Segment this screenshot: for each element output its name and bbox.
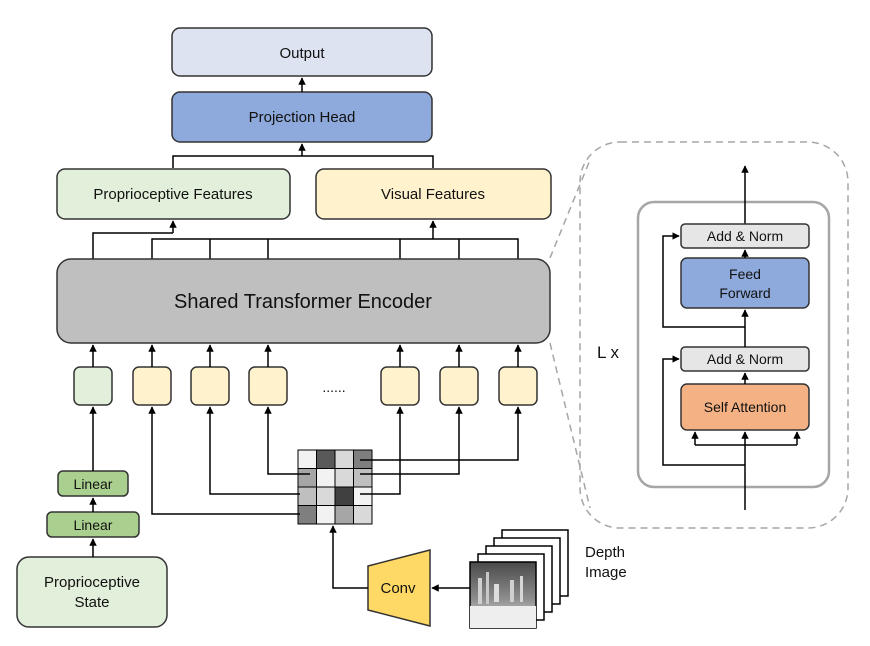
- visual-features-box: [315, 168, 552, 220]
- layer-repeat-label: L x: [597, 343, 620, 362]
- patch-cell: [297, 449, 317, 469]
- patch-cell: [353, 468, 373, 488]
- proprioceptive-features-box: [56, 168, 291, 220]
- conv-label: Conv: [380, 580, 416, 597]
- patch-cell: [316, 486, 336, 506]
- patch-cell: [297, 468, 317, 488]
- patch-cell: [297, 505, 317, 525]
- linear-top-label: Linear: [74, 476, 113, 492]
- patch-cell: [297, 486, 317, 506]
- visual-token: [248, 366, 288, 406]
- add-norm-top: [680, 223, 810, 249]
- state-label-line1: Proprioceptive: [44, 574, 140, 591]
- patch-cell: [353, 486, 373, 506]
- zoom-callout: [579, 141, 849, 529]
- visual-token: [439, 366, 479, 406]
- connector-patch-token: [360, 406, 404, 495]
- proprioceptive-state-box: [16, 556, 168, 628]
- connector-patch-token: [360, 406, 522, 461]
- patch-cell: [353, 505, 373, 525]
- visual-token: [190, 366, 230, 406]
- patch-cell: [316, 449, 336, 469]
- linear-bottom-label: Linear: [74, 517, 113, 533]
- self-attention-label: Self Attention: [704, 399, 787, 415]
- patch-cell: [334, 468, 354, 488]
- residual-connection-bottom: [662, 355, 745, 466]
- feature-patch-grid: [297, 449, 373, 525]
- add-norm-bottom-label: Add & Norm: [707, 351, 783, 367]
- connector-features-projection: [172, 155, 434, 168]
- patch-cell: [316, 505, 336, 525]
- encoder-label: Shared Transformer Encoder: [174, 291, 432, 313]
- output-box: [171, 27, 433, 77]
- connector-patch-token: [360, 406, 463, 475]
- visual-features-label: Visual Features: [381, 186, 485, 203]
- output-label: Output: [279, 45, 325, 62]
- proprio-token: [73, 366, 113, 406]
- transformer-block-outline: [636, 200, 831, 489]
- depth-image-label-line2: Image: [585, 564, 627, 581]
- zoom-guide-top: [549, 159, 591, 259]
- patch-cell: [316, 468, 336, 488]
- visual-token: [132, 366, 172, 406]
- connector-patch-token: [206, 406, 300, 495]
- feed-forward-line2: Forward: [719, 285, 770, 301]
- patch-cell: [334, 505, 354, 525]
- patch-cell: [334, 486, 354, 506]
- residual-connection-top: [662, 232, 745, 328]
- patch-cell: [334, 449, 354, 469]
- zoom-guide-bottom: [549, 342, 591, 509]
- connector-patch-token: [148, 406, 300, 515]
- conv-block: [367, 549, 431, 627]
- visual-token: [498, 366, 538, 406]
- shared-transformer-encoder: [56, 258, 551, 344]
- state-label-line2: State: [74, 594, 109, 611]
- connector-encoder-visual: [151, 238, 519, 259]
- depth-image-label-line1: Depth: [585, 544, 625, 561]
- visual-token: [380, 366, 420, 406]
- arrow-conv-grid: [329, 525, 368, 589]
- feed-forward-line1: Feed: [729, 266, 761, 282]
- projection-head-label: Projection Head: [249, 109, 356, 126]
- add-norm-top-label: Add & Norm: [707, 228, 783, 244]
- connector-patch-token: [264, 406, 310, 475]
- depth-image-stack: [469, 529, 569, 629]
- connector-encoder-proprio: [92, 232, 173, 259]
- ellipsis: ......: [322, 379, 345, 395]
- proprioceptive-features-label: Proprioceptive Features: [93, 186, 252, 203]
